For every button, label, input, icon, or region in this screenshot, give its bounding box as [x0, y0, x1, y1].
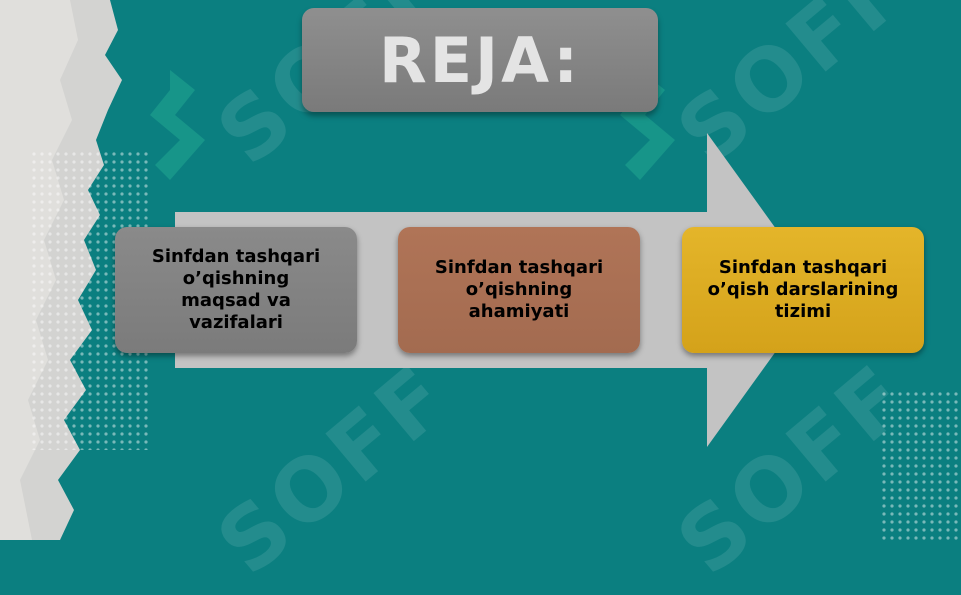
slide-title: REJA:: [378, 23, 582, 97]
plan-item-label: Sinfdan tashqari o’qishning ahamiyati: [434, 257, 604, 322]
plan-item-label: Sinfdan tashqari o’qishning maqsad va va…: [151, 246, 321, 333]
plan-item-system: Sinfdan tashqari o’qish darslarining tiz…: [682, 227, 924, 353]
dot-pattern-right: [880, 390, 961, 540]
watermark-logo-icon: [150, 70, 205, 180]
plan-item-goals: Sinfdan tashqari o’qishning maqsad va va…: [115, 227, 357, 353]
title-box: REJA:: [302, 8, 658, 112]
plan-item-label: Sinfdan tashqari o’qish darslarining tiz…: [707, 257, 899, 322]
plan-item-importance: Sinfdan tashqari o’qishning ahamiyati: [398, 227, 640, 353]
watermark-logo-icon: [620, 70, 675, 180]
